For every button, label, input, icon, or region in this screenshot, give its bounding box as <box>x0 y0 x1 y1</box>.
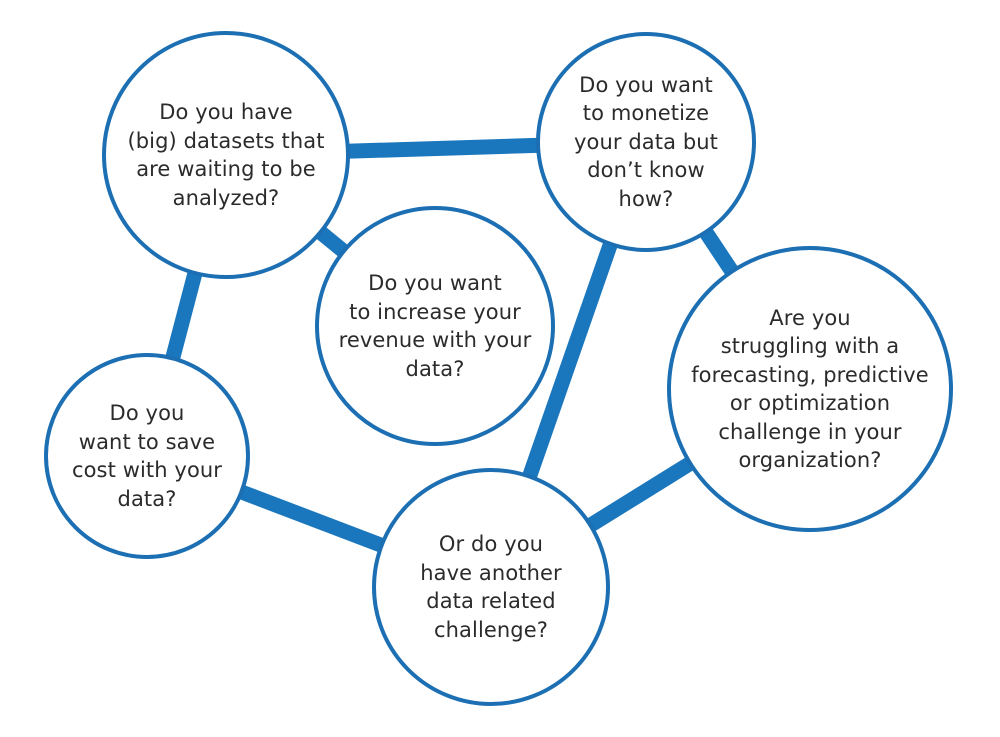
node-circle-forecasting <box>667 246 953 532</box>
node-circle-save-cost <box>44 353 250 559</box>
node-circle-revenue <box>315 206 555 446</box>
node-group <box>44 31 953 706</box>
node-circle-other <box>372 468 610 706</box>
node-circle-datasets <box>102 31 350 279</box>
node-circle-monetize <box>536 32 756 252</box>
